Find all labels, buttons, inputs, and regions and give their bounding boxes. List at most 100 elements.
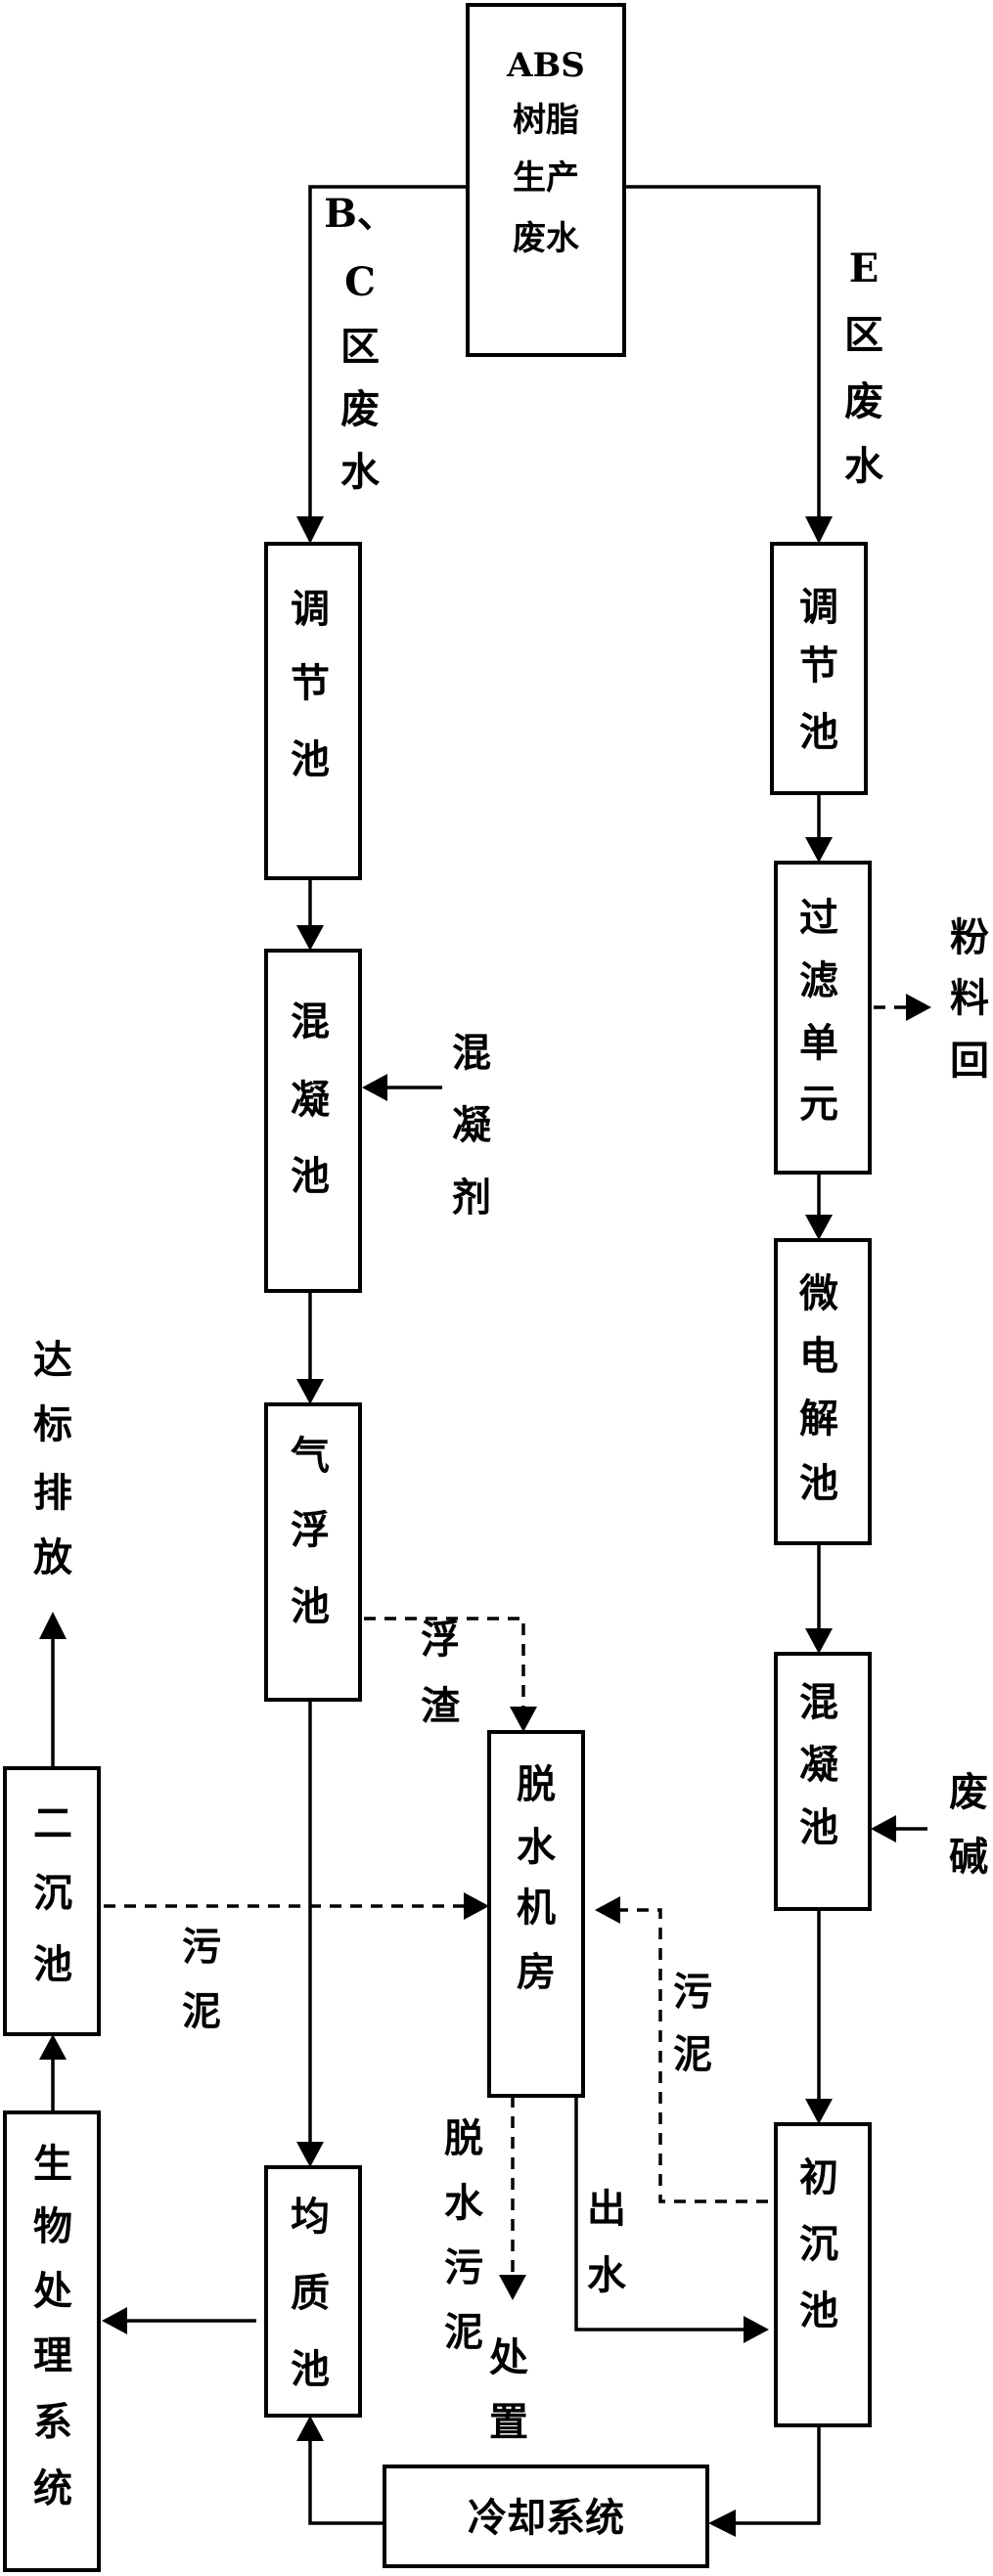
arrowhead bbox=[708, 2509, 736, 2537]
dewatering-room-char: 房 bbox=[517, 1949, 556, 1995]
left-coagulation-tank-box bbox=[264, 949, 362, 1293]
outflow-water-label-char: 水 bbox=[587, 2252, 627, 2298]
biological-treatment-char: 生 bbox=[33, 2141, 72, 2187]
connector-cooling-to-homogenization bbox=[308, 2427, 389, 2525]
biological-treatment-char: 处 bbox=[33, 2268, 72, 2314]
left-regulating-tank-char: 节 bbox=[291, 660, 330, 706]
arrowhead bbox=[296, 925, 324, 951]
flotation-tank-char: 气 bbox=[291, 1433, 330, 1479]
primary-clarifier-char: 沉 bbox=[799, 2221, 838, 2267]
micro-electrolysis-tank-box bbox=[774, 1238, 872, 1545]
discharge-standard-label-char: 标 bbox=[33, 1401, 72, 1447]
waste-alkali-label-char: 碱 bbox=[949, 1834, 988, 1880]
homogenization-tank-box bbox=[264, 2165, 362, 2418]
micro-electrolysis-tank-char: 解 bbox=[799, 1396, 838, 1442]
secondary-sludge-label-char: 泥 bbox=[182, 1988, 221, 2034]
connector-source-to-right-regulating bbox=[624, 185, 821, 538]
arrowhead bbox=[744, 2316, 769, 2343]
powder-return-label-char: 料 bbox=[950, 975, 989, 1021]
abs-wastewater-source-box bbox=[466, 3, 626, 357]
right-coagulation-tank-char: 凝 bbox=[799, 1742, 838, 1788]
cooling-system-box bbox=[383, 2465, 709, 2568]
primary-clarifier-char: 初 bbox=[799, 2154, 838, 2200]
arrowhead bbox=[296, 2142, 324, 2167]
arrowhead bbox=[296, 1379, 324, 1404]
waste-alkali-label-char: 废 bbox=[949, 1769, 988, 1815]
biological-treatment-char: 物 bbox=[33, 2203, 72, 2249]
right-regulating-tank-char: 节 bbox=[799, 643, 838, 688]
arrowhead bbox=[805, 516, 833, 544]
filter-unit-char: 滤 bbox=[799, 957, 838, 1003]
flotation-tank-box bbox=[264, 1402, 362, 1702]
left-coagulation-tank-char: 池 bbox=[291, 1153, 330, 1199]
homogenization-tank-char: 池 bbox=[291, 2346, 330, 2392]
e-area-wastewater-label-char: 区 bbox=[844, 312, 883, 358]
e-area-wastewater-label-char: 废 bbox=[844, 378, 883, 424]
left-regulating-tank-box bbox=[264, 542, 362, 880]
arrowhead bbox=[296, 2416, 324, 2441]
left-coagulation-tank-char: 凝 bbox=[291, 1077, 330, 1123]
bc-area-wastewater-label-char: C bbox=[344, 259, 376, 305]
e-area-wastewater-label-char: 水 bbox=[844, 443, 884, 489]
dewatering-room-char: 机 bbox=[517, 1885, 556, 1931]
connector-dewatering-outflow-to-primary bbox=[574, 2096, 755, 2332]
filter-unit-box bbox=[774, 861, 872, 1175]
micro-electrolysis-tank-char: 微 bbox=[798, 1270, 838, 1316]
source-label-line-4: 废水 bbox=[513, 219, 580, 258]
filter-unit-char: 单 bbox=[799, 1020, 838, 1066]
dewatered-sludge-label-char: 污 bbox=[444, 2244, 483, 2290]
arrowhead bbox=[296, 516, 324, 544]
biological-treatment-char: 系 bbox=[33, 2399, 72, 2445]
arrowhead bbox=[510, 1707, 537, 1732]
arrowhead bbox=[102, 2307, 127, 2334]
dewatered-sludge-label-char: 泥 bbox=[444, 2309, 483, 2355]
primary-sludge-label-char: 污 bbox=[673, 1969, 712, 2015]
left-coagulation-tank-char: 混 bbox=[291, 999, 330, 1044]
bc-area-wastewater-label-char: 区 bbox=[340, 324, 380, 370]
disposal-label-char: 处 bbox=[489, 2334, 528, 2380]
filter-unit-char: 元 bbox=[799, 1081, 838, 1127]
right-regulating-tank-char: 调 bbox=[799, 584, 838, 630]
flotation-tank-char: 浮 bbox=[291, 1507, 330, 1553]
right-regulating-tank-char: 池 bbox=[799, 709, 838, 755]
micro-electrolysis-tank-char: 池 bbox=[799, 1460, 838, 1506]
biological-treatment-char: 统 bbox=[33, 2465, 72, 2511]
right-coagulation-tank-char: 池 bbox=[799, 1804, 838, 1850]
discharge-standard-label-char: 排 bbox=[33, 1470, 72, 1516]
micro-electrolysis-tank-char: 电 bbox=[799, 1333, 838, 1379]
right-regulating-tank-box bbox=[770, 542, 868, 795]
secondary-clarifier-char: 沉 bbox=[33, 1870, 72, 1916]
coagulant-label-char: 剂 bbox=[452, 1175, 491, 1221]
arrowhead bbox=[805, 837, 833, 863]
arrowhead bbox=[39, 1612, 67, 1639]
discharge-standard-label-char: 放 bbox=[33, 1534, 72, 1580]
flotation-tank-char: 池 bbox=[291, 1583, 330, 1629]
connector-source-to-left-regulating bbox=[308, 185, 468, 538]
source-label-line-2: 树脂 bbox=[513, 101, 579, 140]
powder-return-label-char: 回 bbox=[950, 1038, 989, 1084]
right-coagulation-tank-char: 混 bbox=[799, 1679, 838, 1725]
primary-sludge-label-char: 泥 bbox=[673, 2031, 712, 2077]
coagulant-label-char: 混 bbox=[452, 1030, 491, 1076]
arrowhead bbox=[39, 2034, 67, 2060]
scum-label-char: 渣 bbox=[421, 1683, 461, 1729]
homogenization-tank-char: 均 bbox=[291, 2194, 330, 2240]
right-coagulation-tank-box bbox=[774, 1652, 872, 1911]
dewatering-room-box bbox=[487, 1730, 585, 2098]
bc-area-wastewater-label-char: 废 bbox=[340, 386, 380, 432]
bc-area-wastewater-label-char: 水 bbox=[340, 449, 381, 495]
cooling-system-label: 冷却系统 bbox=[468, 2495, 624, 2541]
secondary-clarifier-char: 二 bbox=[33, 1800, 72, 1846]
discharge-standard-label-char: 达 bbox=[33, 1337, 72, 1383]
secondary-clarifier-box bbox=[3, 1766, 101, 2036]
dewatering-room-char: 脱 bbox=[517, 1761, 556, 1807]
secondary-clarifier-char: 池 bbox=[33, 1941, 72, 1987]
arrowhead bbox=[805, 2099, 833, 2124]
source-label-line-3: 生产 bbox=[513, 158, 579, 198]
filter-unit-char: 过 bbox=[799, 895, 838, 941]
powder-return-label-char: 粉 bbox=[950, 914, 989, 960]
biological-treatment-box bbox=[3, 2110, 101, 2572]
disposal-label-char: 置 bbox=[489, 2399, 528, 2445]
secondary-sludge-label-char: 污 bbox=[182, 1924, 221, 1970]
